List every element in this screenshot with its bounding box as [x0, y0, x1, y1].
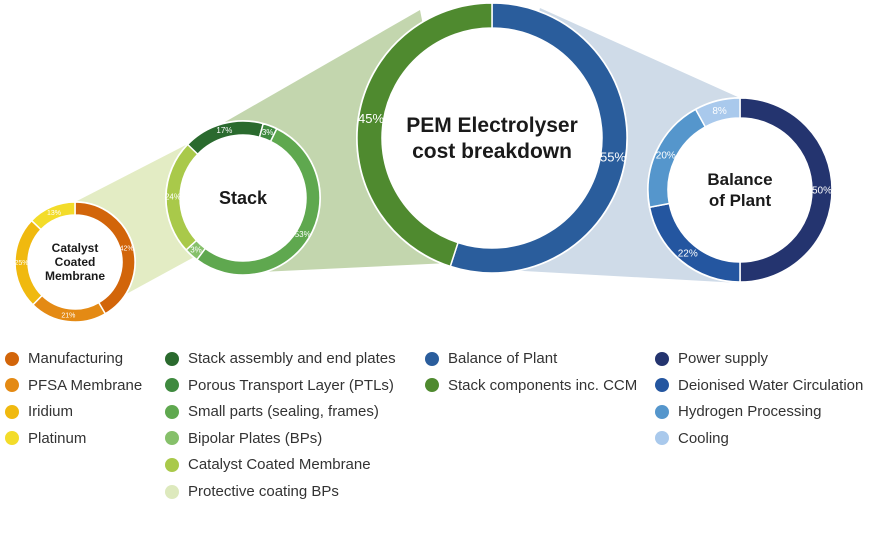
- slice-value-label: 50%: [812, 185, 832, 196]
- legend-item: Hydrogen Processing: [655, 403, 821, 420]
- donut-slice-catalyst-coated-membrane: [165, 143, 199, 251]
- legend-item: Balance of Plant: [425, 350, 557, 367]
- donut-background: [356, 2, 628, 274]
- slice-value-label: 3%: [190, 246, 202, 255]
- legend-swatch: [165, 457, 179, 472]
- legend-swatch: [655, 378, 669, 393]
- donut-background: [165, 120, 321, 276]
- slice-value-label: 8%: [712, 106, 727, 117]
- legend-swatch: [5, 431, 19, 446]
- legend-item: Iridium: [5, 403, 73, 420]
- slice-value-label: 3%: [262, 128, 274, 137]
- slice-value-label: 42%: [120, 245, 134, 252]
- legend-label: Hydrogen Processing: [678, 403, 822, 421]
- legend-swatch: [5, 351, 19, 366]
- donut-title: PEM Electrolyser: [406, 114, 578, 137]
- legend-label: Catalyst Coated Membrane: [188, 456, 371, 474]
- legend-label: Porous Transport Layer (PTLs): [188, 376, 394, 394]
- legend-label: Platinum: [28, 429, 87, 447]
- legend-label: Stack components inc. CCM: [448, 376, 638, 394]
- legend-item: PFSA Membrane: [5, 377, 142, 394]
- legend-label: Stack assembly and end plates: [188, 350, 396, 367]
- donut-slice-cooling: [694, 97, 741, 128]
- donut-title: Balance: [707, 170, 772, 189]
- donut-title: Catalyst: [52, 241, 99, 255]
- donut-background: [647, 97, 833, 283]
- donut-slice-balance-of-plant: [449, 2, 628, 274]
- legend-item: Platinum: [5, 430, 86, 447]
- donut-title: Coated: [55, 255, 96, 269]
- slice-value-label: 22%: [678, 249, 698, 260]
- legend-label: Small parts (sealing, frames): [188, 403, 379, 421]
- legend-label: Bipolar Plates (BPs): [188, 429, 323, 447]
- legend-swatch: [425, 351, 439, 366]
- donut-slice-platinum: [30, 201, 76, 231]
- slice-value-label: 24%: [165, 193, 181, 202]
- legend-swatch: [655, 351, 669, 366]
- donut-slice-stack-components-inc-ccm: [356, 2, 493, 268]
- legend-label: Deionised Water Circulation: [678, 376, 864, 394]
- legend-label: Manufacturing: [28, 350, 124, 367]
- legend-label: Cooling: [678, 429, 729, 447]
- legend-item: Stack components inc. CCM: [425, 377, 637, 394]
- legend-item: Power supply: [655, 350, 768, 367]
- legend-item: Catalyst Coated Membrane: [165, 456, 371, 473]
- legend-swatch: [165, 378, 179, 393]
- legend-label: Iridium: [28, 403, 74, 421]
- legend-item: Small parts (sealing, frames): [165, 403, 379, 420]
- slice-value-label: 45%: [358, 111, 384, 126]
- legend-item: Bipolar Plates (BPs): [165, 430, 322, 447]
- legend-label: PFSA Membrane: [28, 376, 143, 394]
- slice-value-label: 13%: [47, 210, 61, 217]
- donut-title: of Plant: [709, 191, 772, 210]
- legend-label: Power supply: [678, 350, 769, 367]
- legend-swatch: [425, 378, 439, 393]
- donut-background: [14, 201, 136, 323]
- legend-swatch: [165, 431, 179, 446]
- slice-value-label: 21%: [61, 312, 75, 319]
- slice-value-label: 20%: [656, 150, 676, 161]
- legend-swatch: [165, 484, 179, 499]
- legend-item: Deionised Water Circulation: [655, 377, 863, 394]
- legend-swatch: [5, 378, 19, 393]
- legend-swatch: [5, 404, 19, 419]
- slice-value-label: 25%: [14, 260, 28, 267]
- slice-value-label: 55%: [600, 149, 626, 164]
- slice-value-label: 53%: [295, 230, 311, 239]
- donut-title: cost breakdown: [412, 140, 572, 163]
- legend-item: Porous Transport Layer (PTLs): [165, 377, 394, 394]
- legend-swatch: [165, 351, 179, 366]
- legend-item: Protective coating BPs: [165, 483, 339, 500]
- legend-item: Stack assembly and end plates: [165, 350, 396, 367]
- donut-title: Membrane: [45, 269, 105, 283]
- legend-swatch: [655, 404, 669, 419]
- legend-item: Manufacturing: [5, 350, 123, 367]
- donut-slice-power-supply: [739, 97, 833, 283]
- donut-title: Stack: [219, 188, 268, 208]
- legend-label: Balance of Plant: [448, 350, 558, 367]
- legend-label: Protective coating BPs: [188, 483, 339, 500]
- legend-swatch: [655, 431, 669, 446]
- slice-value-label: 17%: [216, 126, 232, 135]
- legend-item: Cooling: [655, 430, 729, 447]
- legend-swatch: [165, 404, 179, 419]
